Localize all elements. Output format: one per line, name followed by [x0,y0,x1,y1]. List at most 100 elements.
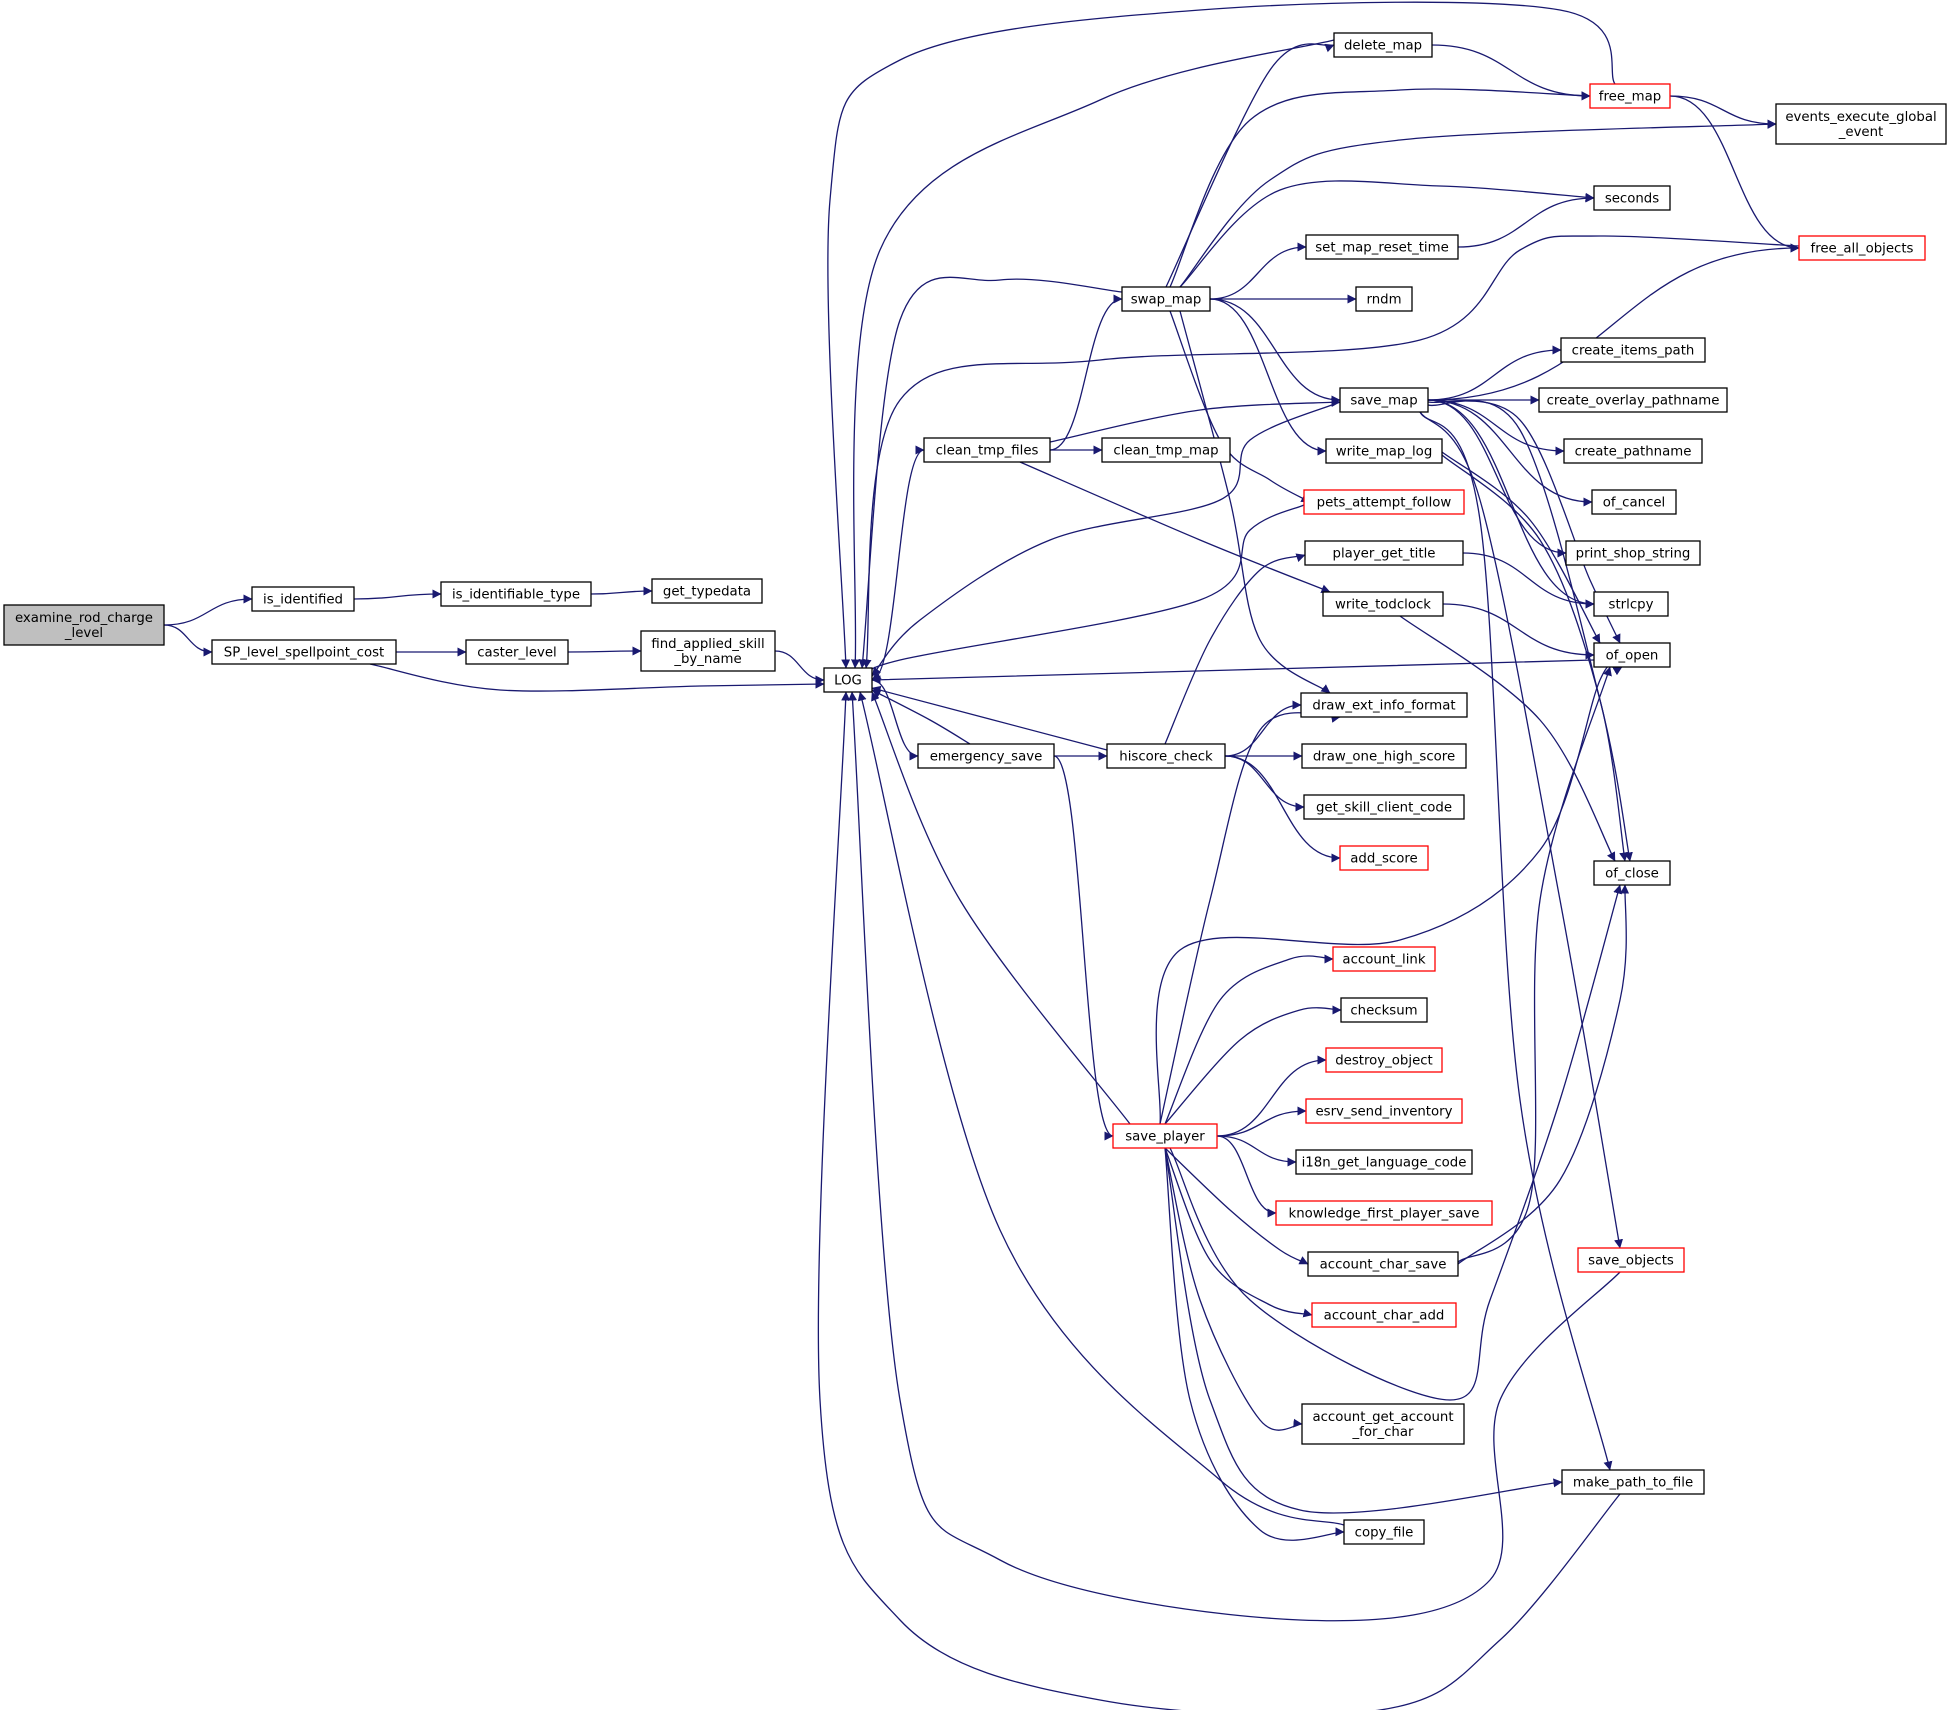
node-i18n-get-language-code[interactable]: i18n_get_language_code [1295,1149,1473,1175]
node-clean-tmp-files[interactable]: clean_tmp_files [923,437,1051,463]
node-save-objects[interactable]: save_objects [1577,1247,1685,1273]
edge-clean-tmp-files-to-save-map [1049,397,1341,443]
edge-examine-rod-charge-level-to-SP-level-spellpoint-cost [163,624,213,657]
node-draw-ext-info-format[interactable]: draw_ext_info_format [1300,692,1468,718]
node-label: write_map_log [1336,445,1433,460]
node-label: of_open [1606,649,1659,664]
node-LOG[interactable]: LOG [823,667,873,693]
node-box [1303,794,1465,820]
node-box [1295,1149,1473,1175]
node-free-all-objects[interactable]: free_all_objects [1798,235,1926,261]
node-box [1307,1251,1459,1277]
node-rndm[interactable]: rndm [1355,286,1413,312]
node-destroy-object[interactable]: destroy_object [1325,1047,1443,1073]
edge-LOG-to-clean-tmp-files [871,445,925,681]
node-label: draw_ext_info_format [1312,699,1455,714]
node-make-path-to-file[interactable]: make_path_to_file [1561,1469,1705,1495]
node-label: events_execute_global [1785,110,1936,125]
edge-hiscore-check-to-draw-ext-info-format [1224,700,1302,757]
node-is-identifiable-type[interactable]: is_identifiable_type [440,581,592,607]
edge-save-player-to-account-link [1164,954,1334,1125]
node-emergency-save[interactable]: emergency_save [917,743,1055,769]
edge-swap-map-to-LOG [858,276,1123,669]
edge-delete-map-to-free-map [1431,44,1591,101]
edge-delete-map-to-LOG [851,39,1335,669]
node-clean-tmp-map[interactable]: clean_tmp_map [1101,437,1231,463]
node-strlcpy[interactable]: strlcpy [1593,591,1669,617]
node-of-close[interactable]: of_close [1593,860,1671,886]
node-create-items-path[interactable]: create_items_path [1560,337,1706,363]
node-label: _by_name [673,652,741,667]
node-account-char-save[interactable]: account_char_save [1307,1251,1459,1277]
node-player-get-title[interactable]: player_get_title [1304,540,1464,566]
node-label: copy_file [1355,1526,1414,1541]
node-label: caster_level [477,646,557,661]
node-label: print_shop_string [1576,547,1691,562]
node-print-shop-string[interactable]: print_shop_string [1565,540,1701,566]
node-label: checksum [1350,1004,1417,1019]
node-create-pathname[interactable]: create_pathname [1563,438,1703,464]
node-set-map-reset-time[interactable]: set_map_reset_time [1305,234,1459,260]
node-caster-level[interactable]: caster_level [465,639,569,665]
node-add-score[interactable]: add_score [1339,845,1429,871]
node-draw-one-high-score[interactable]: draw_one_high_score [1301,743,1467,769]
edge-save-player-to-account-get-account-for-char [1164,1147,1303,1431]
edge-clean-tmp-files-to-write-todclock [1019,461,1331,594]
edge-hiscore-check-to-get-skill-client-code [1224,755,1305,812]
node-pets-attempt-follow[interactable]: pets_attempt_follow [1303,489,1465,515]
edge-save-player-to-esrv-send-inventory [1216,1106,1307,1137]
node-label: draw_one_high_score [1313,750,1455,765]
node-hiscore-check[interactable]: hiscore_check [1106,743,1226,769]
node-checksum[interactable]: checksum [1340,997,1428,1023]
node-box [1301,1403,1465,1445]
node-box [1339,387,1429,413]
node-box [211,639,397,665]
node-box [1112,1123,1218,1149]
node-box [1121,286,1211,312]
edge-save-player-to-copy-file [1164,1147,1345,1541]
node-box [1593,642,1671,668]
edge-make-path-to-file-to-LOG [817,691,1621,1710]
node-write-todclock[interactable]: write_todclock [1322,591,1444,617]
node-free-map[interactable]: free_map [1589,83,1671,109]
edge-save-map-to-create-items-path [1427,345,1562,401]
node-box [1343,1519,1425,1545]
edge-pets-attempt-follow-to-LOG [866,504,1305,681]
node-save-player[interactable]: save_player [1112,1123,1218,1149]
edge-save-map-to-LOG [871,401,1341,677]
node-label: examine_rod_charge [15,611,153,626]
edge-save-player-to-account-char-save [1164,1147,1309,1265]
node-label: account_char_add [1324,1309,1445,1324]
node-knowledge-first-player-save[interactable]: knowledge_first_player_save [1275,1200,1493,1226]
node-account-link[interactable]: account_link [1332,946,1436,972]
node-box [1339,845,1429,871]
node-label: save_objects [1588,1254,1674,1269]
node-examine-rod-charge-level[interactable]: examine_rod_charge_level [3,604,165,646]
node-find-applied-skill-by-name[interactable]: find_applied_skill_by_name [640,630,776,672]
node-get-skill-client-code[interactable]: get_skill_client_code [1303,794,1465,820]
edge-save-map-to-of-close [1427,399,1633,862]
node-save-map[interactable]: save_map [1339,387,1429,413]
node-account-char-add[interactable]: account_char_add [1311,1302,1457,1328]
node-SP-level-spellpoint-cost[interactable]: SP_level_spellpoint_cost [211,639,397,665]
node-copy-file[interactable]: copy_file [1343,1519,1425,1545]
node-label: write_todclock [1335,598,1431,613]
node-esrv-send-inventory[interactable]: esrv_send_inventory [1305,1098,1463,1124]
node-delete-map[interactable]: delete_map [1333,32,1433,58]
node-of-open[interactable]: of_open [1593,642,1671,668]
edge-LOG-to-emergency-save [871,679,919,761]
node-create-overlay-pathname[interactable]: create_overlay_pathname [1538,387,1728,413]
edge-write-map-log-to-of-close [1441,454,1629,862]
node-get-typedata[interactable]: get_typedata [651,578,763,604]
node-is-identified[interactable]: is_identified [251,586,355,612]
node-account-get-account-for-char[interactable]: account_get_account_for_char [1301,1403,1465,1445]
edge-free-map-to-free-all-objects [1669,95,1800,253]
node-seconds[interactable]: seconds [1593,185,1671,211]
node-of-cancel[interactable]: of_cancel [1591,489,1677,515]
edge-free-all-objects-to-LOG [862,235,1800,669]
node-swap-map[interactable]: swap_map [1121,286,1211,312]
edge-free-map-to-events-execute-global-event [1669,95,1777,129]
node-write-map-log[interactable]: write_map_log [1325,438,1443,464]
node-label: i18n_get_language_code [1302,1156,1467,1171]
node-events-execute-global-event[interactable]: events_execute_global_event [1775,103,1947,145]
